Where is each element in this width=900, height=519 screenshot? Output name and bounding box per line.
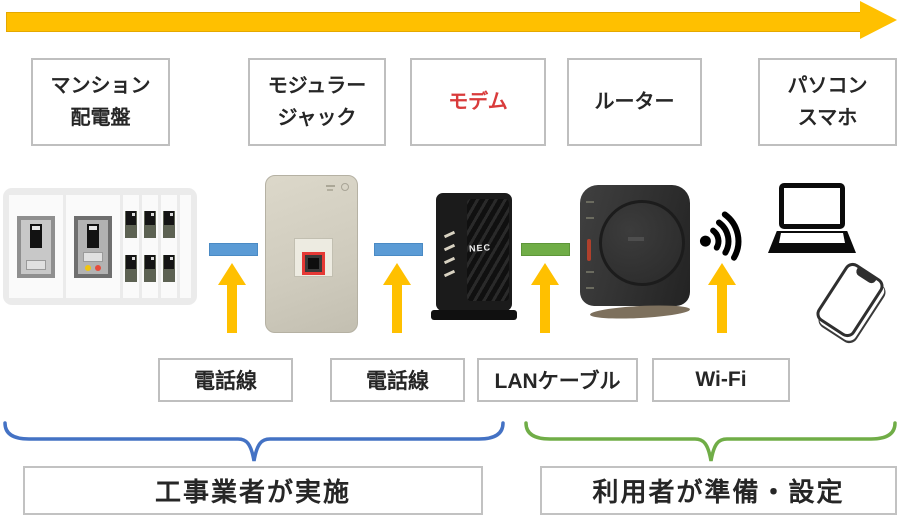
router-icon [580, 185, 692, 321]
flow-arrow-head-icon [860, 1, 897, 39]
connector-bar-phone-line-1 [209, 243, 258, 256]
connection-label-wifi: Wi-Fi [652, 358, 790, 402]
group-label-user: 利用者が準備・設定 [540, 466, 897, 515]
stage-box-pc-smartphone: パソコン スマホ [758, 58, 897, 146]
distribution-board-icon [3, 188, 197, 305]
modem-led [443, 230, 456, 239]
laptop-screen [779, 183, 845, 229]
brace-user-scope [524, 421, 897, 462]
brace-contractor-scope [3, 421, 505, 462]
board-branch-breakers [123, 195, 139, 298]
board-spare-column [180, 195, 191, 298]
up-arrow-phone-line-2 [383, 263, 411, 333]
board-safety-breaker [66, 195, 120, 298]
screw-icon [341, 183, 349, 191]
group-label-contractor: 工事業者が実施 [23, 466, 483, 515]
modem-icon: NEC [431, 193, 517, 320]
stage-box-modem: モデム [410, 58, 546, 146]
board-branch-breakers [161, 195, 177, 298]
phone-notch [854, 267, 877, 286]
modem-vents [467, 199, 509, 301]
flow-arrow [6, 12, 862, 32]
connector-bar-lan-cable [521, 243, 570, 256]
router-led [587, 239, 591, 261]
stage-box-distribution-board: マンション 配電盤 [31, 58, 170, 146]
wifi-waves-icon [699, 211, 742, 261]
board-main-breaker [9, 195, 63, 298]
modem-led [443, 256, 456, 265]
board-branch-breakers [142, 195, 158, 298]
laptop-keyboard [768, 231, 856, 253]
modem-brand-label: NEC [468, 242, 492, 254]
jack-port-highlight [302, 252, 325, 275]
router-logo [628, 237, 644, 241]
up-arrow-lan-cable [531, 263, 559, 333]
modem-led [443, 269, 456, 278]
stage-box-router: ルーター [567, 58, 702, 146]
router-face-circle [599, 200, 685, 286]
stage-box-modular-jack: モジュラー ジャック [248, 58, 386, 146]
up-arrow-wifi [708, 263, 736, 333]
modular-jack-icon [265, 175, 358, 333]
modem-led [443, 243, 456, 252]
connection-label-phone-line-1: 電話線 [158, 358, 293, 402]
smartphone-icon [813, 259, 887, 341]
connection-label-lan-cable: LANケーブル [477, 358, 638, 402]
modem-stand [431, 310, 517, 320]
connection-label-phone-line-2: 電話線 [330, 358, 465, 402]
connector-bar-phone-line-2 [374, 243, 423, 256]
laptop-icon [768, 183, 856, 257]
rj11-port-icon [308, 258, 319, 269]
up-arrow-phone-line-1 [218, 263, 246, 333]
